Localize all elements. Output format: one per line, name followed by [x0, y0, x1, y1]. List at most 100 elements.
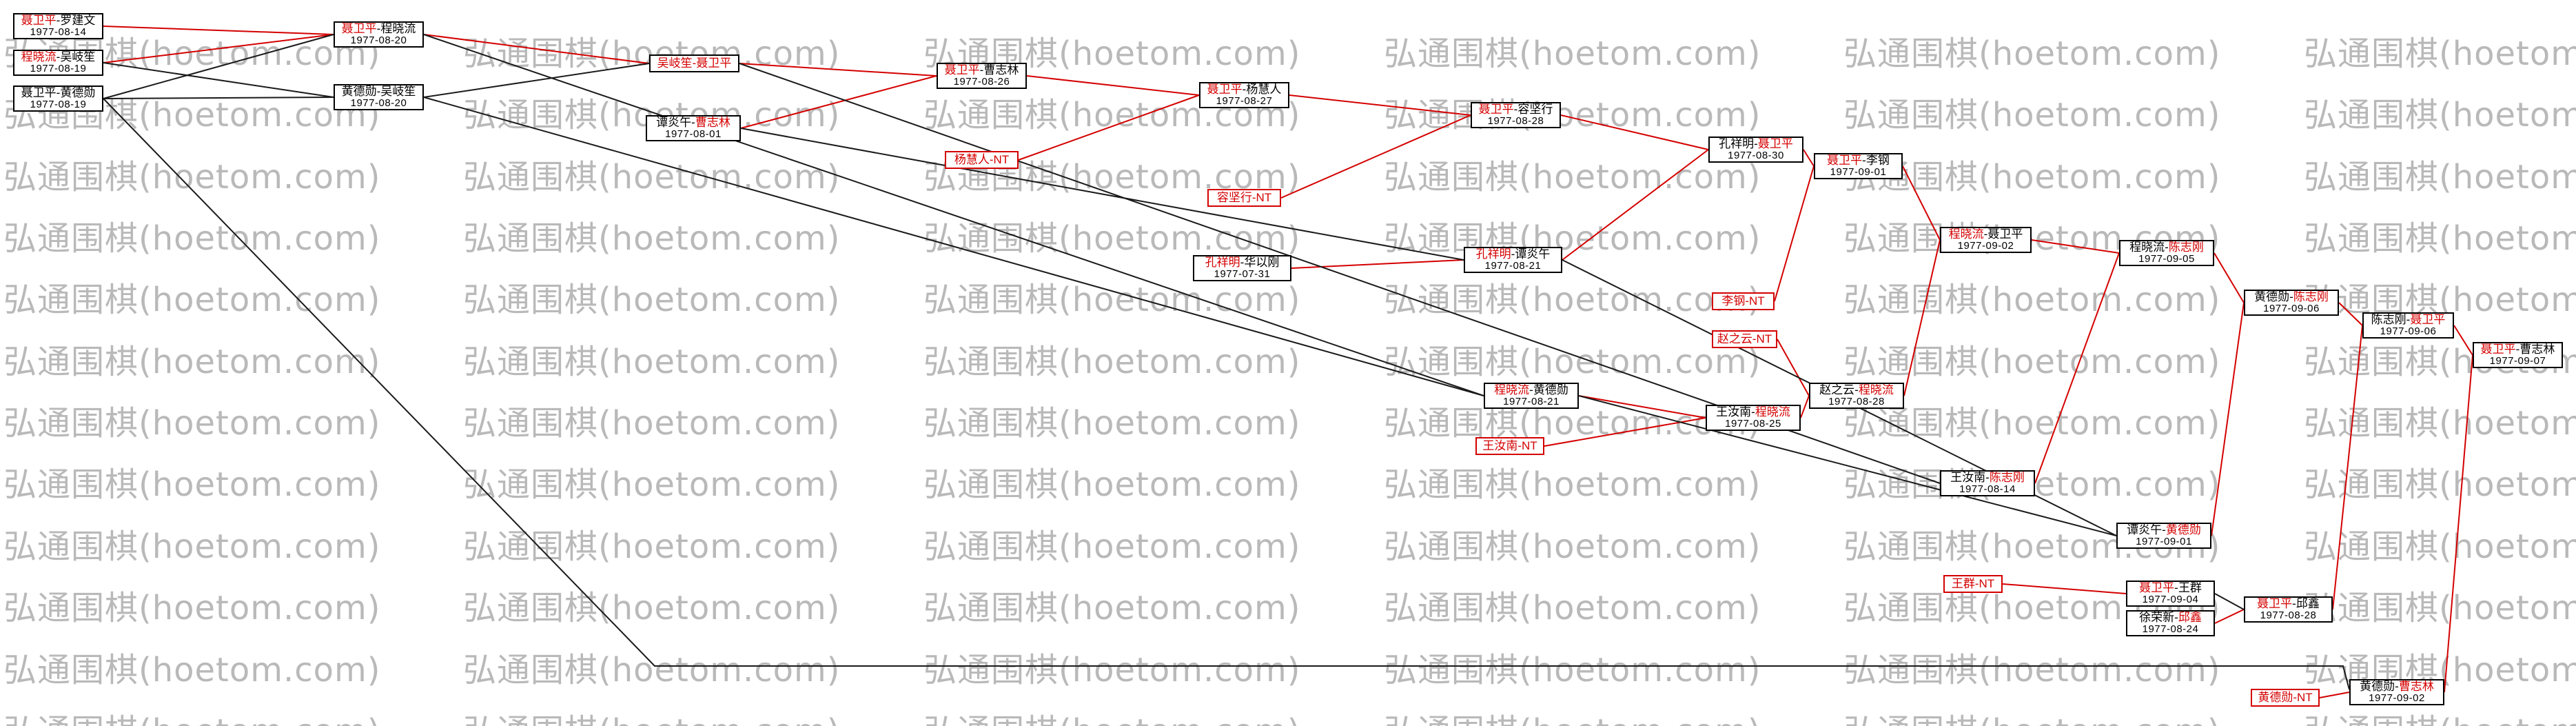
match-date: 1977-08-14 [30, 26, 87, 39]
player-name: 程晓流 [1755, 405, 1790, 419]
player-name: 聂卫平 [21, 14, 57, 28]
match-date: 1977-09-02 [2369, 692, 2425, 705]
match-date: 1977-08-25 [1725, 418, 1781, 430]
player-name: 程晓流 [1948, 228, 1984, 241]
bracket-edge-B13-B14 [1803, 149, 1815, 167]
player-name: 程晓流 [21, 50, 57, 64]
player-name: 容坚行 [1216, 191, 1252, 205]
matchup-label: 聂卫平-罗建文 [21, 14, 96, 27]
player-name: - [1251, 191, 1256, 205]
watermark-text: 弘通围棋(hoetom.com) [1843, 34, 2221, 73]
bracket-edge-B02-B05 [103, 62, 334, 98]
watermark-text: 弘通围棋(hoetom.com) [1384, 219, 1761, 258]
watermark-text: 弘通围棋(hoetom.com) [923, 651, 1301, 689]
player-name: 王群 [2178, 581, 2202, 595]
bracket-edge-B12-B13 [1560, 114, 1709, 150]
bracket-edge-B29-B25 [2211, 302, 2245, 536]
bracket-edge-B21-B19 [1800, 395, 1810, 419]
player-name: - [376, 22, 381, 36]
bracket-edge-B10-B12 [1289, 94, 1471, 116]
player-name: 吴岐笙 [60, 50, 96, 64]
player-name: - [2292, 597, 2296, 611]
bracket-edge-B23-B24 [2031, 239, 2120, 254]
player-name: 孔祥明 [1719, 137, 1755, 151]
player-name: - [979, 63, 984, 77]
match-date: 1977-08-19 [30, 63, 87, 75]
player-name: NT [1756, 332, 1772, 346]
watermark-text: 弘通围棋(hoetom.com) [1843, 343, 2221, 381]
player-name: - [1974, 577, 1979, 591]
watermark-text: 弘通围棋(hoetom.com) [463, 158, 841, 196]
player-name: 杨慧人 [1246, 83, 1282, 97]
matchup-label: 黄德勋-NT [2258, 691, 2312, 704]
player-name: 李钢 [1865, 154, 1890, 168]
bye-box-B17: 李钢-NT [1712, 292, 1775, 310]
watermark-text: 弘通围棋(hoetom.com) [1843, 651, 2221, 689]
match-date: 1977-08-14 [1959, 483, 2016, 496]
player-name: 王汝南 [1482, 439, 1518, 453]
matchup-label: 李钢-NT [1721, 294, 1764, 307]
player-name: 吴岐笙 [657, 57, 693, 70]
matchup-label: 赵之云-NT [1717, 332, 1772, 345]
bracket-edge-B18-B19 [1777, 339, 1810, 396]
watermark-text: 弘通围棋(hoetom.com) [2304, 465, 2576, 504]
watermark-text: 弘通围棋(hoetom.com) [1843, 96, 2221, 134]
watermark-text: 弘通围棋(hoetom.com) [2304, 96, 2576, 134]
player-name: - [2515, 343, 2520, 356]
watermark-text: 弘通围棋(hoetom.com) [923, 465, 1301, 504]
bracket-edge-B28-B24 [2034, 252, 2120, 484]
watermark-text: 弘通围棋(hoetom.com) [2304, 404, 2576, 443]
bracket-edge-B08-B07 [740, 75, 937, 129]
player-name: 聂卫平 [1827, 154, 1863, 168]
watermark-text: 弘通围棋(hoetom.com) [923, 589, 1301, 627]
player-name: 赵之云 [1717, 332, 1752, 346]
bracket-edge-B03-B34 [103, 98, 2350, 690]
matchup-label: 王汝南-陈志刚 [1950, 471, 2025, 484]
matchup-label: 聂卫平-黄德勋 [21, 86, 96, 99]
bracket-edge-B04-B20 [423, 34, 1484, 396]
player-name: 王汝南 [1950, 471, 1986, 485]
player-name: - [1745, 294, 1749, 308]
player-name: 陈志刚 [1989, 471, 2025, 485]
player-name: NT [1749, 294, 1765, 308]
bracket-edge-B03-B04 [103, 34, 334, 99]
player-name: NT [1522, 439, 1537, 453]
player-name: - [692, 57, 697, 70]
bracket-edge-B26-B27 [2453, 325, 2473, 356]
player-name: 谭炎午 [2127, 523, 2163, 537]
bye-box-B11: 容坚行-NT [1207, 189, 1281, 207]
matchup-label: 程晓流-聂卫平 [1949, 228, 2023, 241]
player-name: - [1983, 228, 1988, 241]
watermark-text: 弘通围棋(hoetom.com) [923, 343, 1301, 381]
player-name: 黄德勋 [2258, 691, 2293, 705]
player-name: 陈志刚 [2293, 290, 2329, 304]
matchup-label: 聂卫平-容坚行 [1479, 103, 1553, 116]
matchup-label: 聂卫平-杨慧人 [1207, 83, 1282, 96]
watermark-text: 弘通围棋(hoetom.com) [923, 527, 1301, 566]
player-name: - [2289, 290, 2293, 304]
matchup-label: 杨慧人-NT [954, 153, 1009, 166]
player-name: - [2293, 691, 2297, 705]
watermark-text: 弘通围棋(hoetom.com) [1384, 651, 1761, 689]
matchup-label: 谭炎午-黄德勋 [2127, 523, 2201, 536]
watermark-text: 弘通围棋(hoetom.com) [463, 465, 841, 504]
player-name: 容坚行 [1517, 103, 1553, 117]
player-name: 曹志林 [695, 116, 730, 130]
matchup-label: 容坚行-NT [1217, 191, 1271, 204]
player-name: - [1240, 256, 1245, 270]
bracket-edge-B24-B25 [2214, 252, 2245, 303]
bracket-edge-B33-B26 [2332, 325, 2363, 610]
match-date: 1977-08-27 [1216, 95, 1273, 108]
matchup-label: 程晓流-陈志刚 [2129, 241, 2204, 254]
player-name: - [2165, 241, 2169, 254]
player-name: - [1751, 405, 1755, 419]
